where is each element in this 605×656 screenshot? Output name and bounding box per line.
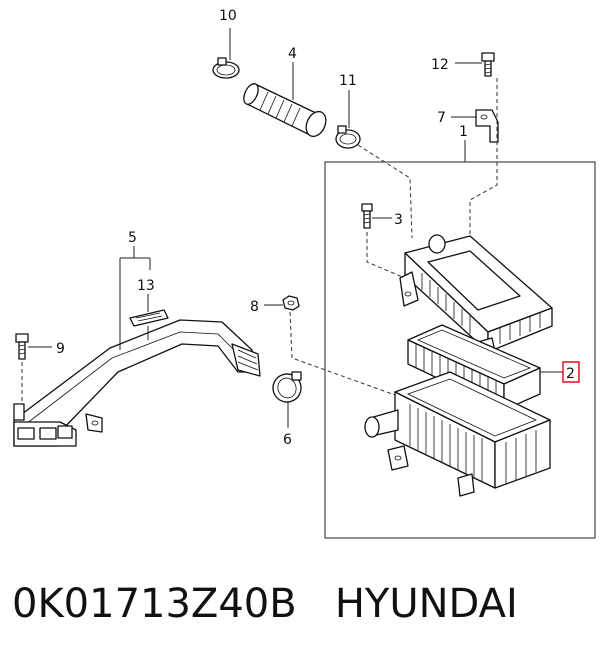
- part-10-clamp[interactable]: [212, 57, 240, 79]
- assembly-frame: [324, 161, 596, 539]
- callout-4: 4: [288, 46, 297, 62]
- callout-8: 8: [250, 299, 259, 315]
- part-3-screw[interactable]: [361, 203, 373, 229]
- callout-5: 5: [128, 230, 137, 246]
- brand-name: HYUNDAI: [334, 581, 518, 627]
- part-9-bolt[interactable]: [15, 333, 29, 360]
- callout-12: 12: [431, 57, 449, 73]
- callout-9: 9: [56, 341, 65, 357]
- part-6-clamp[interactable]: [269, 370, 305, 406]
- part-13-label[interactable]: [129, 309, 169, 327]
- air-cleaner-cover[interactable]: [399, 234, 553, 361]
- part-4-hose[interactable]: [241, 81, 330, 139]
- callout-11: 11: [339, 73, 357, 89]
- callout-13: 13: [137, 278, 155, 294]
- part-7-bracket[interactable]: [475, 109, 499, 143]
- callout-2-highlight: [562, 361, 580, 383]
- callout-2: 2: [566, 366, 575, 382]
- callout-7: 7: [437, 110, 446, 126]
- air-cleaner-case[interactable]: [364, 371, 551, 497]
- callout-1: 1: [459, 124, 468, 140]
- part-number: 0K01713Z40B: [12, 581, 297, 627]
- part-8-nut[interactable]: [282, 295, 300, 311]
- exploded-parts-diagram: 10 4 11 12 7 1: [13, 8, 596, 539]
- part-12-bolt[interactable]: [481, 52, 495, 77]
- callout-6: 6: [283, 432, 292, 448]
- callout-10: 10: [219, 8, 237, 24]
- part-5-intake-duct[interactable]: [13, 319, 261, 447]
- part-11-clamp[interactable]: [335, 125, 361, 149]
- caption-spacer: [297, 581, 335, 627]
- callout-3: 3: [394, 212, 403, 228]
- part-caption: 0K01713Z40B HYUNDAI: [12, 572, 602, 636]
